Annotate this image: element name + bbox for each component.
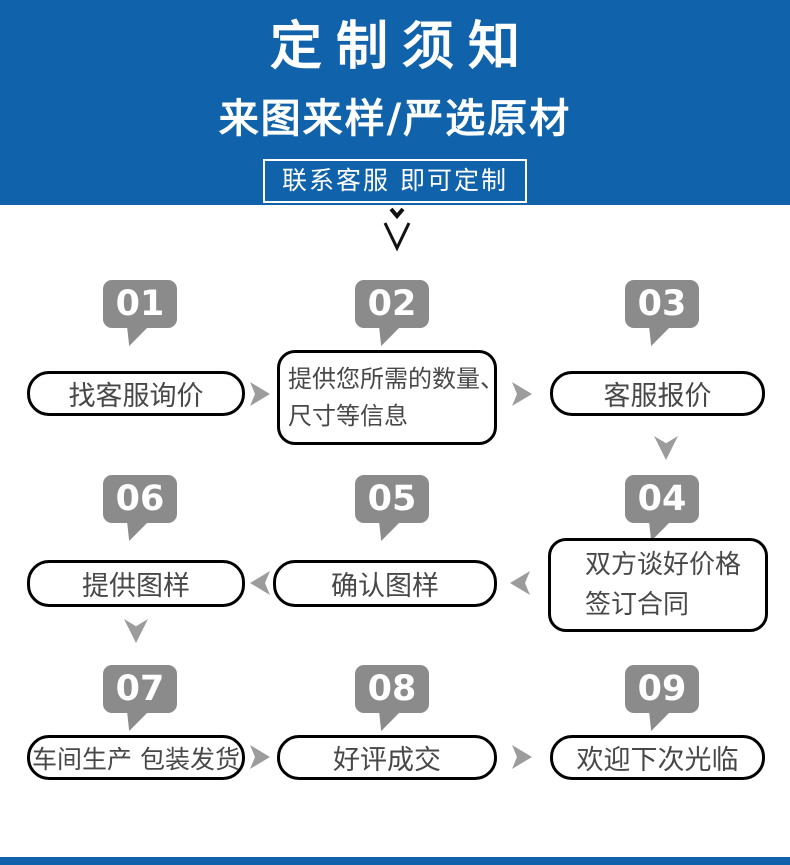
arrow-left-icon	[510, 571, 530, 595]
arrow-left-icon	[250, 571, 270, 595]
badge-tail	[649, 711, 671, 731]
step-06-badge: 06	[103, 475, 177, 541]
page-title: 定制须知	[269, 17, 534, 77]
badge-tail	[127, 521, 149, 541]
step-09-badge: 09	[625, 665, 699, 731]
step-07-label: 车间生产 包装发货	[32, 744, 240, 774]
step-04-box: 双方谈好价格 签订合同	[548, 538, 768, 632]
step-07-number: 07	[115, 669, 165, 709]
step-03-badge: 03	[625, 280, 699, 346]
step-06-box: 提供图样	[27, 560, 245, 607]
step-09-number: 09	[637, 669, 687, 709]
step-09-label: 欢迎下次光临	[576, 745, 739, 776]
step-08-number: 08	[367, 669, 417, 709]
step-02-label-line1: 提供您所需的数量、	[288, 364, 504, 393]
arrow-right-icon	[250, 745, 270, 769]
step-04-label-line1: 双方谈好价格	[585, 550, 742, 580]
step-01-badge: 01	[103, 280, 177, 346]
step-02-box: 提供您所需的数量、 尺寸等信息	[277, 350, 504, 445]
badge-tail	[379, 521, 401, 541]
step-08-label: 好评成交	[333, 745, 441, 776]
step-02-number: 02	[367, 284, 417, 324]
step-04-badge: 04	[625, 475, 699, 541]
badge-tail	[649, 326, 671, 346]
step-03-label: 客服报价	[603, 381, 712, 412]
arrow-down-icon	[124, 619, 148, 643]
step-05-badge: 05	[355, 475, 429, 541]
step-07-box: 车间生产 包装发货	[27, 735, 245, 780]
badge-tail	[127, 711, 149, 731]
header-banner: 定制须知 来图来样/严选原材 联系客服 即可定制	[0, 0, 790, 205]
contact-cta-box: 联系客服 即可定制	[263, 158, 527, 203]
step-01-label: 找客服询价	[68, 381, 204, 412]
footer-accent-bar	[0, 857, 790, 865]
page-subtitle: 来图来样/严选原材	[218, 95, 572, 142]
step-09-box: 欢迎下次光临	[550, 735, 765, 780]
step-01-box: 找客服询价	[27, 371, 245, 416]
step-05-number: 05	[367, 479, 417, 519]
step-06-number: 06	[115, 479, 165, 519]
step-04-number: 04	[637, 479, 687, 519]
arrow-right-icon	[250, 382, 270, 406]
step-07-badge: 07	[103, 665, 177, 731]
step-04-label-line2: 签订合同	[585, 590, 690, 620]
step-02-label-line2: 尺寸等信息	[288, 401, 408, 430]
step-03-box: 客服报价	[550, 371, 765, 416]
badge-tail	[379, 326, 401, 346]
step-08-box: 好评成交	[277, 735, 497, 780]
badge-tail	[127, 326, 149, 346]
arrow-down-icon	[654, 436, 678, 460]
badge-tail	[379, 711, 401, 731]
step-01-number: 01	[115, 284, 165, 324]
step-08-badge: 08	[355, 665, 429, 731]
step-02-badge: 02	[355, 280, 429, 346]
step-06-label: 提供图样	[82, 571, 190, 602]
step-05-label: 确认图样	[331, 571, 439, 602]
double-chevron-down-icon	[381, 206, 413, 254]
step-05-box: 确认图样	[273, 560, 497, 607]
arrow-right-icon	[512, 382, 532, 406]
step-03-number: 03	[637, 284, 687, 324]
arrow-right-icon	[512, 745, 532, 769]
